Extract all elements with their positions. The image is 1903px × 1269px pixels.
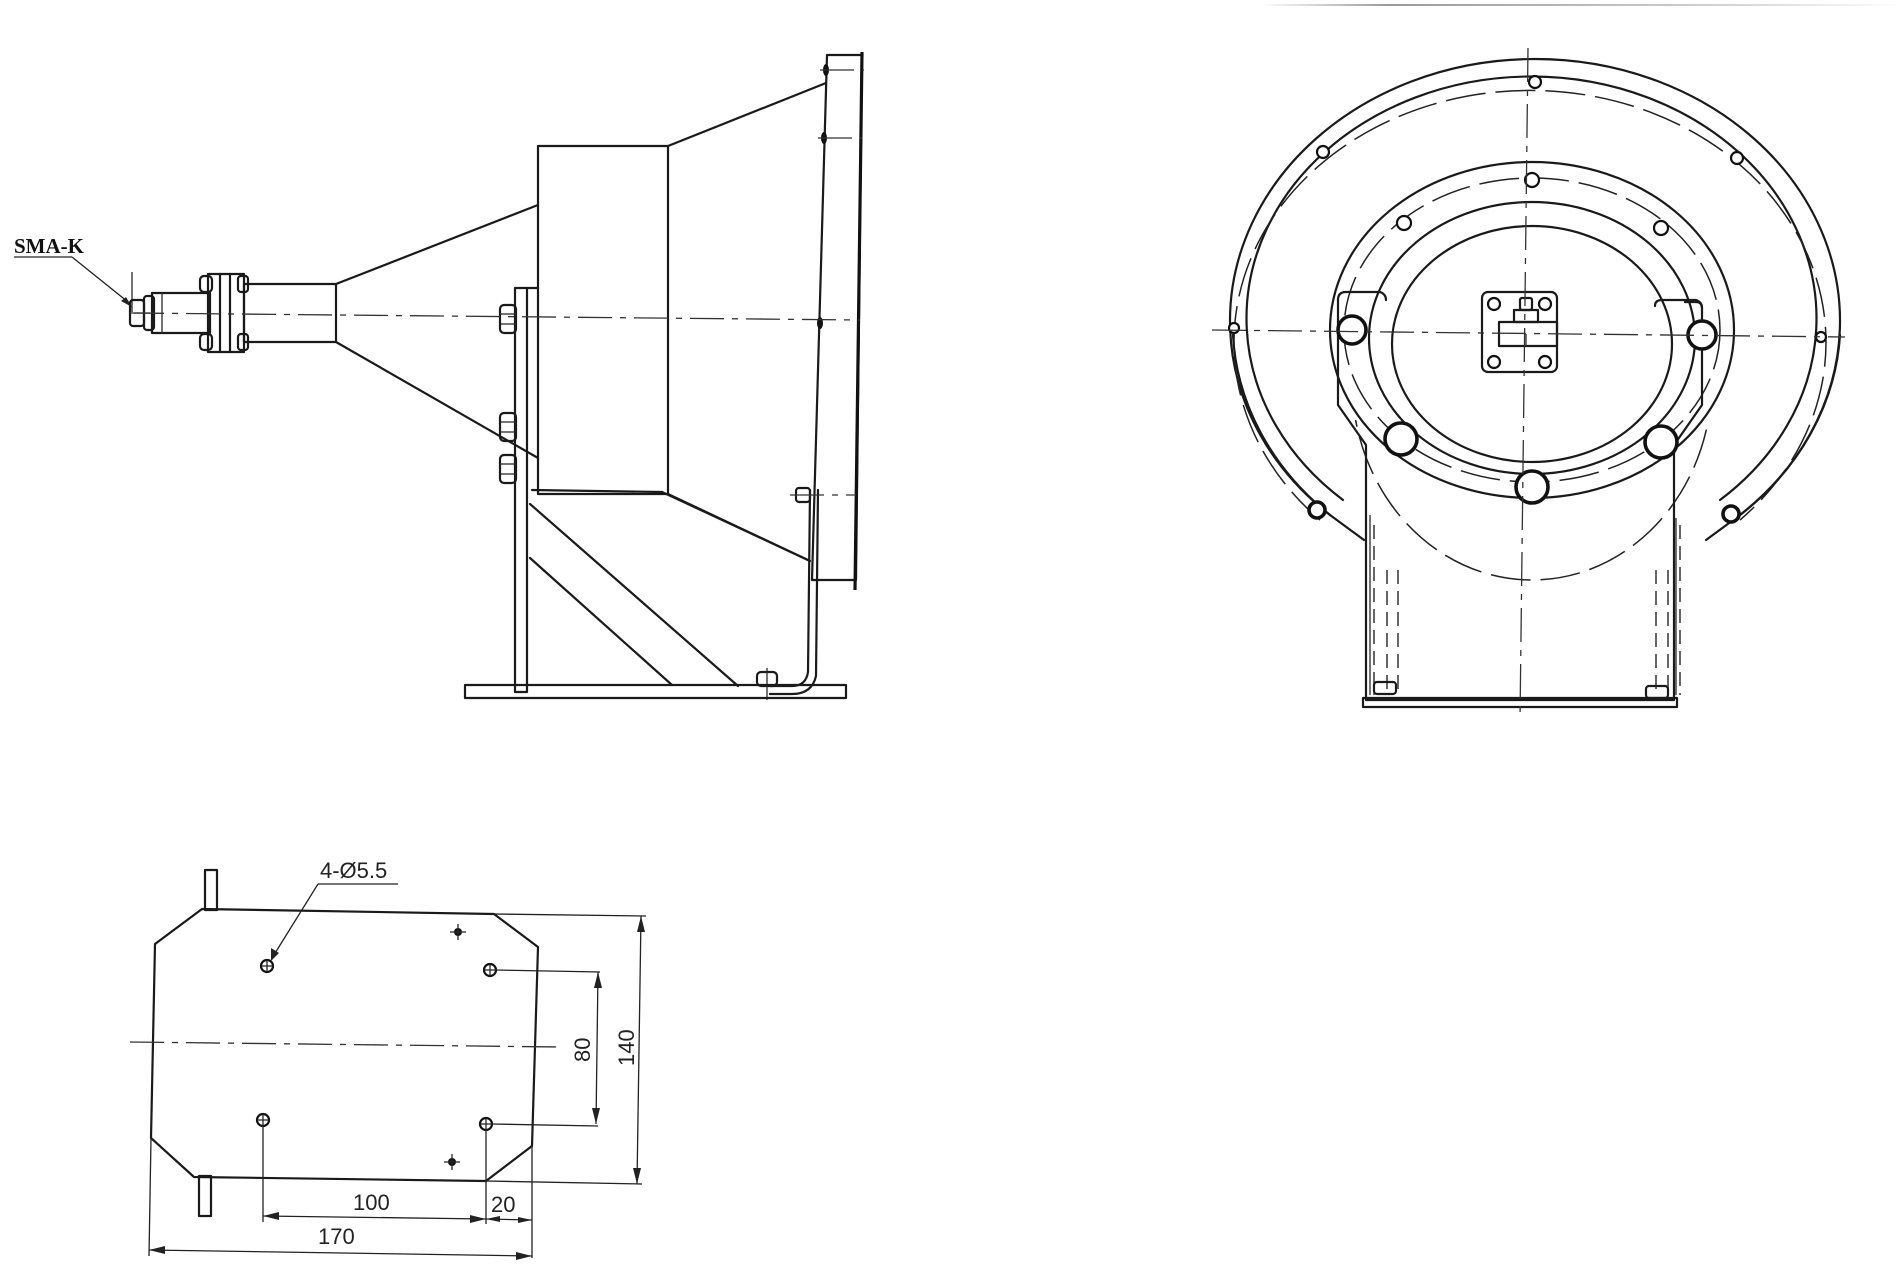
bracket-bolt-circle (1354, 420, 1710, 581)
flange (198, 272, 250, 354)
scan-edge-line (1260, 4, 1903, 6)
ext-line (485, 1180, 643, 1185)
gusset-brace (528, 502, 740, 688)
front-view (1211, 47, 1846, 721)
dim-100: 100 (353, 1190, 390, 1215)
ext-line (491, 1123, 599, 1127)
inner-ring-2 (1390, 224, 1674, 464)
bolt-hole-icon (1523, 171, 1541, 189)
callout-leader (271, 883, 319, 959)
leader-line (71, 256, 129, 303)
mount-bolts (498, 303, 518, 485)
dim-line-100 (262, 1215, 487, 1220)
screw-icon (1537, 296, 1553, 312)
base-nut-icon (1372, 680, 1398, 696)
bracket-hole-icon (1514, 469, 1550, 505)
ext-line (495, 969, 601, 973)
hex-nut-icon (498, 453, 518, 485)
lower-flare (660, 490, 810, 562)
rivet-marks (444, 924, 466, 1170)
side-view: SMA-K (14, 51, 864, 700)
plate-center-line (129, 1041, 561, 1048)
bracket-hidden-lines (1369, 515, 1681, 700)
dim-80: 80 (570, 1038, 595, 1062)
sma-port-icon (1518, 296, 1534, 312)
dim-20: 20 (491, 1192, 515, 1217)
aperture-face (853, 51, 864, 591)
flange-bolt-icon (198, 274, 214, 294)
bracket-hole-icon (1336, 314, 1368, 346)
bolt-hole-icon (1652, 219, 1670, 237)
base-plate-view: 4-Ø5.5 80 140 100 20 (129, 858, 647, 1260)
inner-bolt-holes (1395, 171, 1670, 237)
side-center-line (129, 312, 861, 321)
outer-ring-inner (1245, 75, 1818, 502)
hex-nut-icon (498, 411, 518, 443)
outer-bolt-holes (1227, 74, 1828, 524)
bolt-hole-icon (1729, 150, 1745, 166)
front-vertical-center-line (1519, 47, 1529, 721)
hex-nut-icon (498, 303, 518, 335)
rear-bracket (768, 488, 812, 688)
plate-tab (197, 1174, 213, 1218)
horn-flare-lower (334, 340, 540, 460)
bracket-hole-icon (1643, 424, 1679, 460)
screw-icon (1486, 296, 1502, 312)
screw-icon (1486, 354, 1502, 370)
horn-flare-upper (334, 203, 540, 286)
hole-callout: 4-Ø5.5 (320, 858, 387, 883)
bolt-hole-icon (1721, 504, 1741, 524)
dim-line-80 (595, 971, 599, 1125)
bracket-holes (1336, 314, 1718, 505)
dim-170: 170 (318, 1224, 355, 1249)
bracket-hole-icon (1383, 421, 1419, 457)
outer-bolt-circle (1233, 89, 1827, 521)
bolt-hole-icon (1307, 500, 1327, 520)
waveguide-section (242, 282, 338, 344)
aperture-flare-upper (666, 81, 828, 148)
connector-label: SMA-K (14, 234, 85, 258)
dim-line-140 (636, 915, 642, 1185)
base-plate-side (463, 683, 848, 700)
rear-bracket-inner (768, 488, 820, 696)
flange-bolt-icon (198, 332, 214, 352)
bolt-hole-icon (1315, 144, 1331, 160)
mount-plate (513, 286, 529, 694)
housing-bottom (530, 488, 664, 494)
bolt-hole-icon (1395, 214, 1413, 232)
aperture-bolts (817, 64, 864, 329)
waveguide-flange (1480, 290, 1559, 374)
ext-line (148, 1137, 152, 1257)
horn-housing (536, 144, 670, 496)
bolt-hole-icon (1527, 74, 1543, 90)
gusset-brace (528, 556, 674, 687)
dim-140: 140 (614, 1029, 639, 1066)
front-horizontal-center-line (1211, 329, 1846, 338)
bolt-hole-icon (1227, 321, 1241, 335)
ext-line (493, 913, 647, 917)
outer-ring (1228, 57, 1842, 517)
leader-arrow-icon (271, 948, 279, 961)
plate-tab (203, 868, 219, 912)
dim-line-170 (148, 1249, 533, 1257)
base-nut-icon (1644, 684, 1670, 700)
screw-icon (1537, 354, 1553, 370)
